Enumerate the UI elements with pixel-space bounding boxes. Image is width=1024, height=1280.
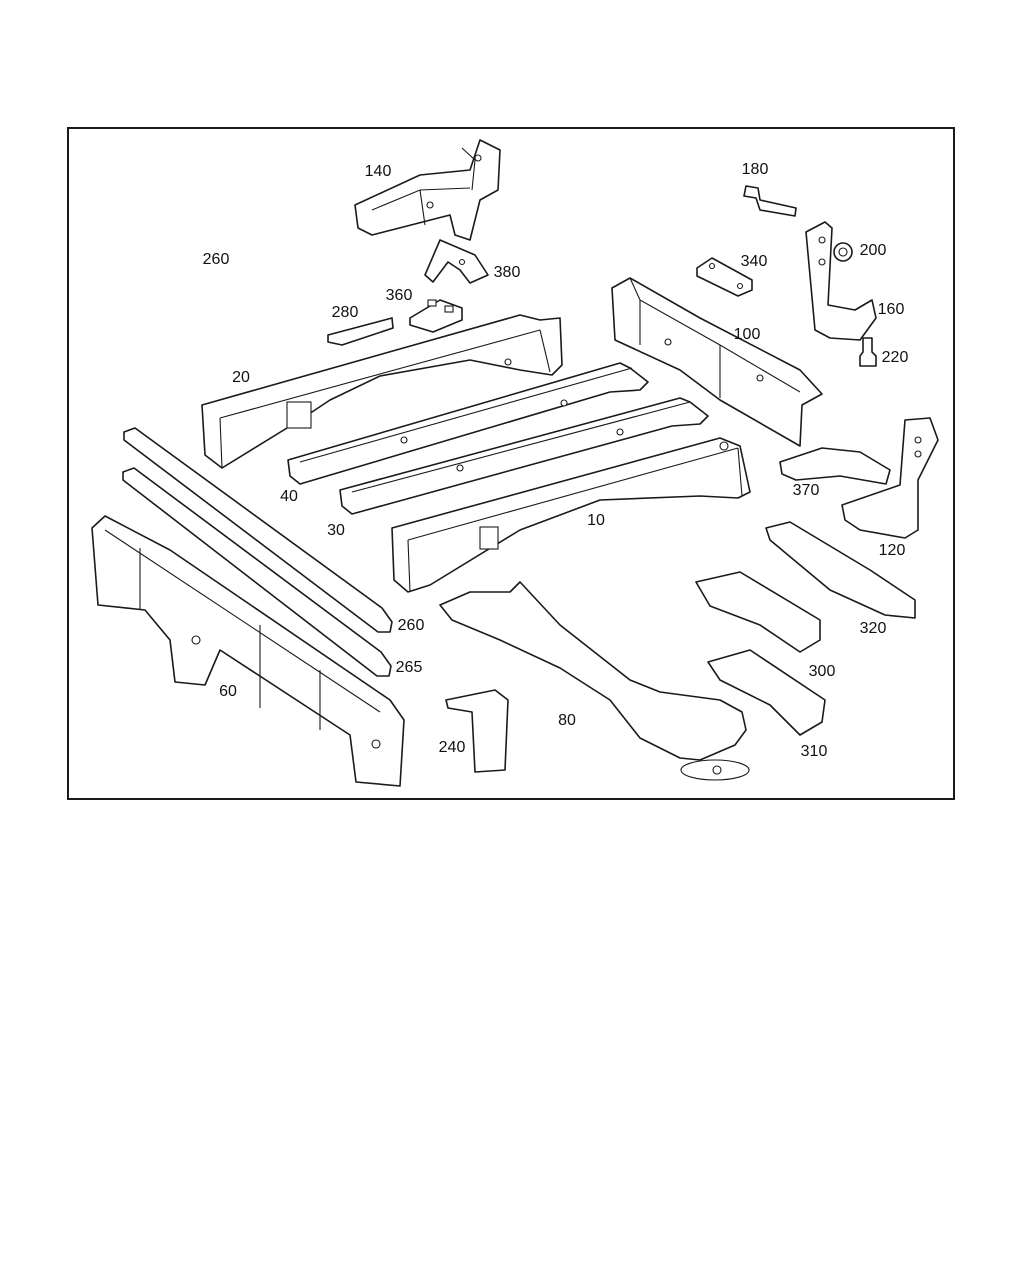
callout-10: 10	[587, 512, 605, 529]
part-220	[859, 337, 877, 367]
part-100	[611, 277, 823, 447]
callout-40: 40	[280, 488, 298, 505]
part-380	[424, 239, 489, 284]
callout-180: 180	[741, 161, 769, 178]
callout-280: 280	[331, 304, 359, 321]
part-10	[391, 437, 751, 593]
part-80	[439, 581, 750, 781]
callout-300: 300	[808, 663, 836, 680]
callout-80: 80	[558, 712, 576, 729]
part-60	[91, 515, 405, 787]
part-370	[779, 447, 891, 485]
callout-380: 380	[493, 264, 521, 281]
part-200	[833, 242, 853, 262]
callout-220: 220	[881, 349, 909, 366]
callout-370: 370	[792, 482, 820, 499]
callout-200: 200	[859, 242, 887, 259]
callout-30: 30	[327, 522, 345, 539]
callout-260-rail: 260	[397, 617, 425, 634]
diagram-frame	[67, 127, 955, 800]
part-300	[695, 571, 821, 653]
part-260	[123, 427, 393, 633]
part-360	[409, 299, 463, 333]
callout-140: 140	[364, 163, 392, 180]
callout-160: 160	[877, 301, 905, 318]
part-340	[696, 257, 753, 297]
part-20	[201, 314, 563, 469]
callout-100: 100	[733, 326, 761, 343]
callout-20: 20	[232, 369, 250, 386]
part-280	[327, 317, 394, 346]
part-140	[354, 139, 501, 241]
part-180	[743, 185, 797, 217]
part-265	[122, 467, 392, 677]
part-120	[841, 417, 939, 539]
callout-60: 60	[219, 683, 237, 700]
callout-320: 320	[859, 620, 887, 637]
callout-340: 340	[740, 253, 768, 270]
callout-310: 310	[800, 743, 828, 760]
part-310	[707, 649, 826, 736]
callout-260-top: 260	[202, 251, 230, 268]
callout-240: 240	[438, 739, 466, 756]
part-160	[805, 221, 877, 341]
part-320	[765, 521, 916, 619]
callout-120: 120	[878, 542, 906, 559]
callout-265: 265	[395, 659, 423, 676]
part-240	[445, 689, 509, 773]
part-40	[287, 362, 649, 485]
callout-360: 360	[385, 287, 413, 304]
part-30	[339, 397, 709, 515]
